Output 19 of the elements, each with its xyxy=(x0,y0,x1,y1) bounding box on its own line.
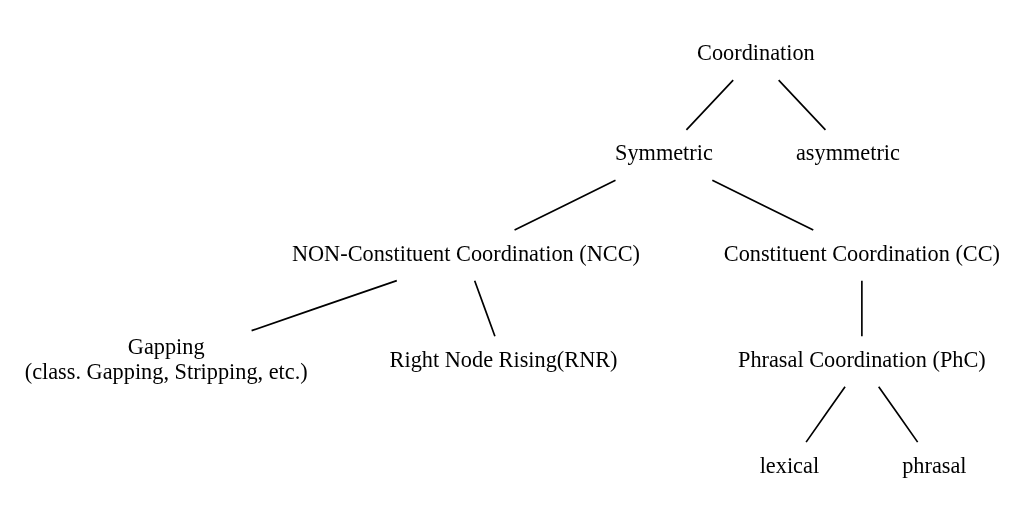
connector xyxy=(685,79,735,131)
node-text: asymmetric xyxy=(795,140,900,166)
node-text: Constituent Coordination (CC) xyxy=(723,240,1000,266)
node-text: Phrasal Coordination (PhC) xyxy=(738,346,986,372)
connector xyxy=(473,279,496,337)
node-text: Coordination xyxy=(697,39,815,65)
node-text: Right Node Rising(RNR) xyxy=(389,346,618,372)
connector xyxy=(250,279,398,332)
node-text: phrasal xyxy=(902,452,967,478)
node-text: Symmetric xyxy=(614,140,713,166)
connector xyxy=(805,385,846,443)
connector xyxy=(861,279,863,337)
node-text: NON-Constituent Coordination (NCC) xyxy=(291,240,640,266)
connector xyxy=(877,385,919,443)
connector xyxy=(513,179,617,231)
node-text: Gapping (class. Gapping, Stripping, etc.) xyxy=(24,334,308,385)
connector xyxy=(711,179,815,231)
node-text: lexical xyxy=(759,452,820,478)
connector xyxy=(777,79,827,131)
